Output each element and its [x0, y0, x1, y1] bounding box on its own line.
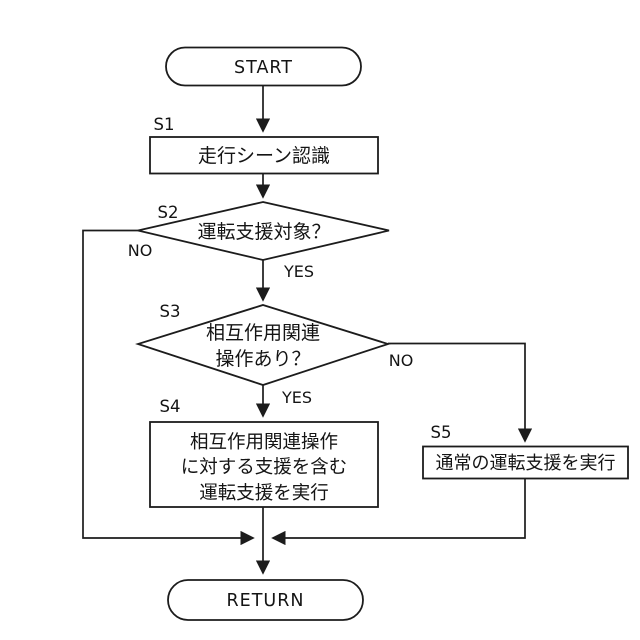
s3-label-line2: 操作あり？	[215, 348, 310, 370]
s3-label-line1: 相互作用関連	[206, 322, 320, 344]
s5-label: 通常の運転支援を実行	[436, 453, 616, 474]
s5-process-shape	[422, 445, 629, 480]
node-s5: S5 通常の運転支援を実行	[422, 423, 629, 480]
step-label-s4: S4	[160, 397, 181, 416]
s4-label-line3: 運転支援を実行	[199, 483, 329, 504]
node-start: START	[165, 46, 362, 87]
s4-process-shape	[149, 421, 379, 508]
step-label-s2: S2	[158, 203, 179, 222]
edge-s2-no-to-merge	[82, 229, 255, 546]
return-label: RETURN	[227, 591, 305, 611]
s1-process-shape	[149, 136, 379, 175]
start-terminal-shape	[165, 46, 362, 87]
edge-s3-no-to-s5	[388, 342, 533, 443]
node-s4: S4 相互作用関連操作 に対する支援を含む 運転支援を実行	[149, 397, 379, 508]
s1-label: 走行シーン認識	[198, 145, 330, 167]
s2-no-label: NO	[128, 241, 153, 260]
node-return: RETURN	[167, 579, 364, 621]
return-terminal-shape	[167, 579, 364, 621]
s3-yes-label: YES	[281, 388, 312, 407]
s2-label: 運転支援対象？	[197, 221, 330, 243]
s3-no-label: NO	[389, 351, 414, 370]
step-label-s1: S1	[154, 115, 175, 134]
step-label-s5: S5	[431, 423, 452, 442]
s4-label-line2: に対する支援を含む	[181, 457, 348, 478]
edges	[82, 86, 533, 575]
node-s1: S1 走行シーン認識	[149, 115, 379, 175]
s2-yes-label: YES	[283, 262, 314, 281]
step-label-s3: S3	[160, 302, 181, 321]
s4-label-line1: 相互作用関連操作	[190, 432, 338, 453]
start-label: START	[234, 58, 293, 78]
s2-decision-shape	[137, 201, 390, 261]
edge-s5-to-merge	[271, 478, 526, 546]
node-s3: S3 相互作用関連 操作あり？ NO YES	[135, 302, 414, 407]
node-s2: S2 運転支援対象？ NO YES	[128, 201, 390, 281]
s3-decision-shape	[135, 304, 391, 386]
